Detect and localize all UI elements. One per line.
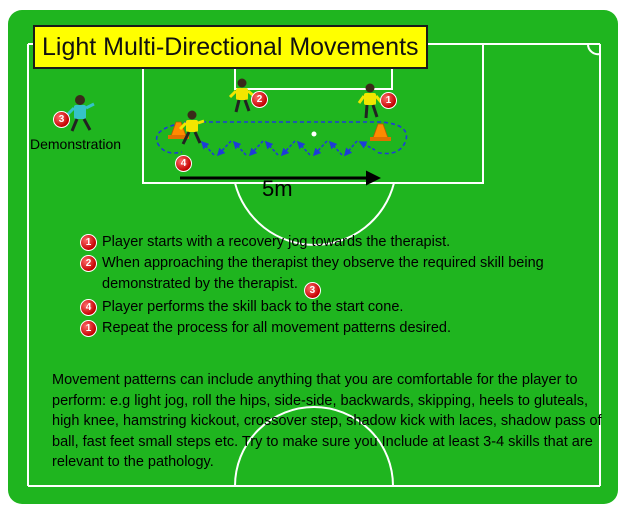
step-number-badge: 2 <box>80 255 97 272</box>
step-text: Player performs the skill back to the st… <box>102 299 404 315</box>
inline-number-badge: 3 <box>303 282 321 299</box>
step-4: 1 Repeat the process for all movement pa… <box>80 318 610 339</box>
step-number-badge: 4 <box>80 299 97 316</box>
step-3: 4 Player performs the skill back to the … <box>80 297 610 318</box>
movement-patterns-paragraph: Movement patterns can include anything t… <box>52 372 602 470</box>
step-text: Repeat the process for all movement patt… <box>102 320 451 336</box>
player-figure-1 <box>357 83 383 119</box>
marker-badge-player-2: 2 <box>251 91 268 108</box>
marker-badge-therapist: 3 <box>53 111 70 128</box>
marker-badge-player-1: 1 <box>380 92 397 109</box>
step-2: 2 When approaching the therapist they ob… <box>80 253 610 299</box>
movement-loop <box>188 121 408 155</box>
step-1: 1 Player starts with a recovery jog towa… <box>80 232 610 253</box>
demonstration-label: Demonstration <box>30 136 122 152</box>
page-title: Light Multi-Directional Movements <box>33 25 428 69</box>
zigzag-arrows <box>200 140 376 157</box>
player-figure-4 <box>178 110 205 145</box>
player-figure-2 <box>228 78 255 113</box>
penalty-spot <box>311 131 317 137</box>
step-number-badge: 1 <box>80 234 97 251</box>
step-text: When approaching the therapist they obse… <box>102 255 544 292</box>
pitch-background <box>8 10 618 504</box>
step-number-badge: 1 <box>80 320 97 337</box>
therapist-figure <box>64 95 95 132</box>
step-text: Player starts with a recovery jog toward… <box>102 234 451 250</box>
distance-label: 5m <box>262 176 293 201</box>
marker-badge-player-4: 4 <box>175 155 192 172</box>
steps-list: 1 Player starts with a recovery jog towa… <box>80 232 610 339</box>
movement-loop-left <box>155 121 189 154</box>
cone-right <box>370 123 391 141</box>
